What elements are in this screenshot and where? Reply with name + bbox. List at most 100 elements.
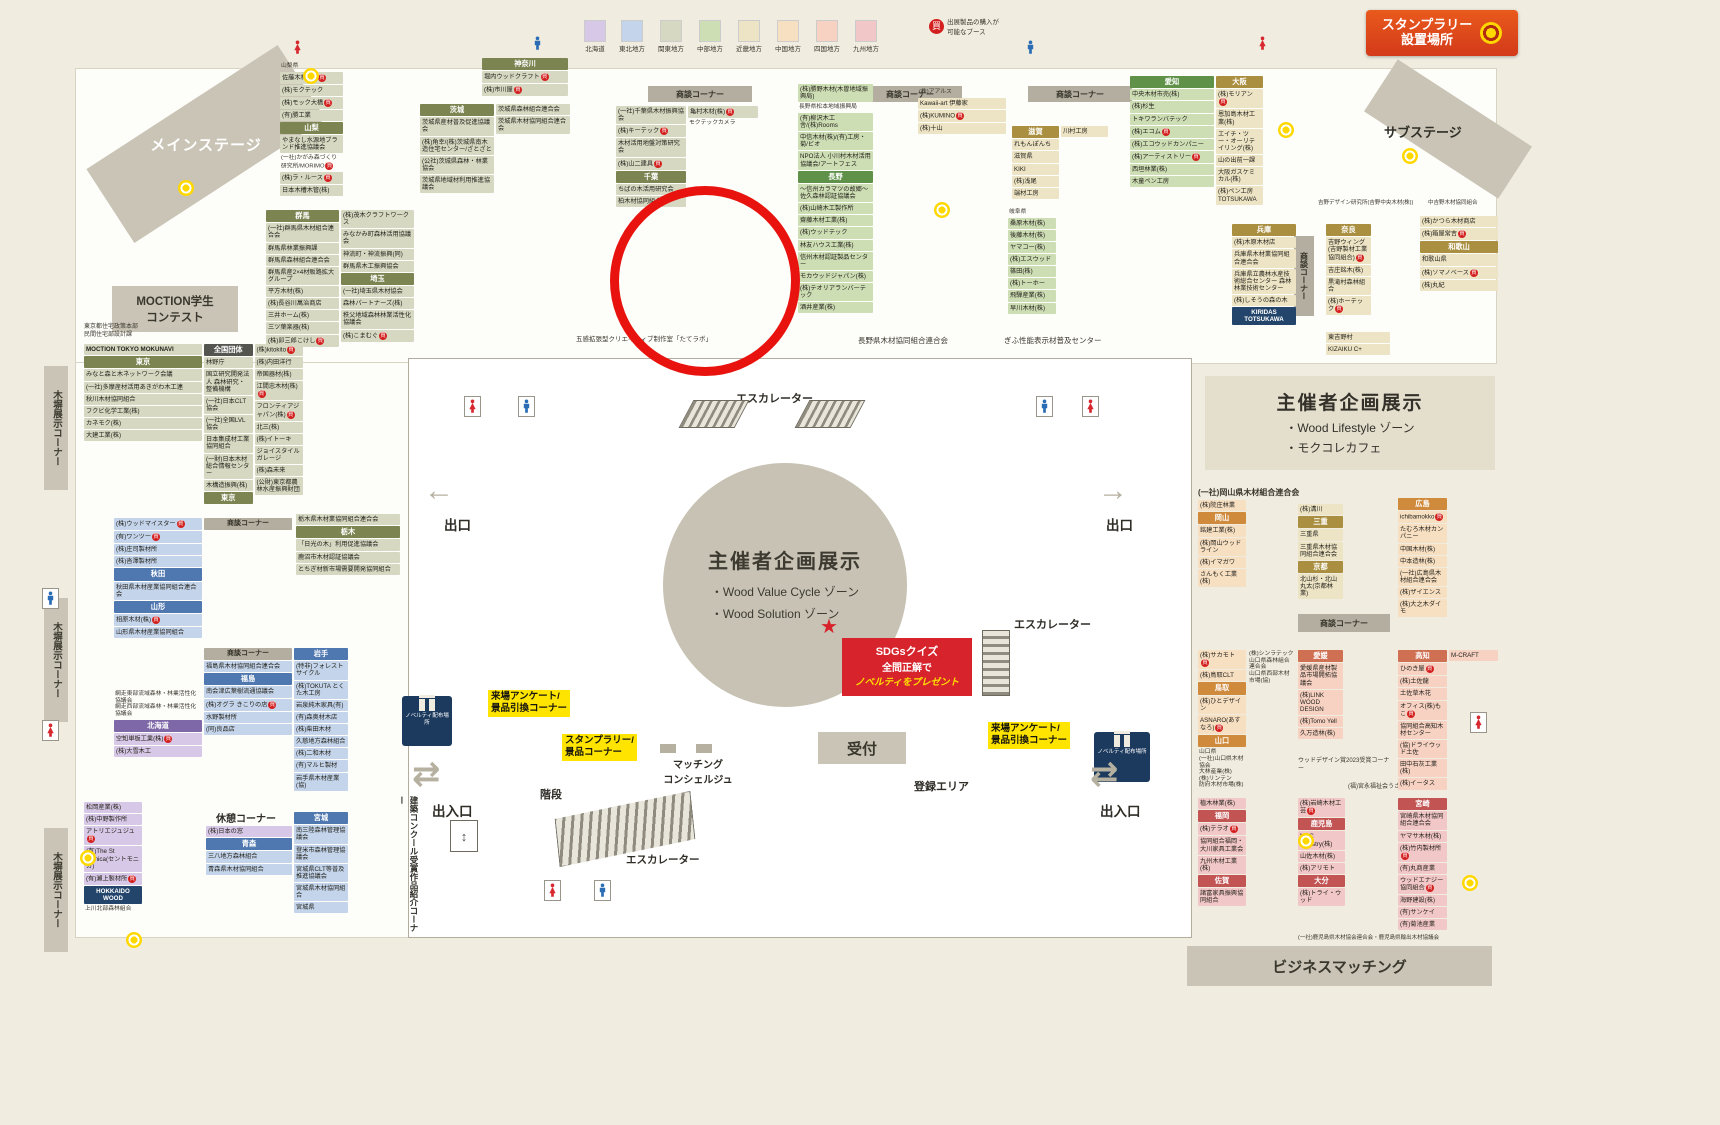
booth-cell: 東吉野村 — [1326, 332, 1390, 344]
business-matching-bar: ビジネスマッチング — [1187, 946, 1492, 986]
booth-cell: 大阪ガスケミカル(株) — [1216, 167, 1263, 186]
purchase-cart-icon — [1161, 127, 1170, 136]
booth-cell: 木材活用地盤対策研究会 — [616, 138, 686, 157]
purchase-cart-icon — [1215, 723, 1224, 732]
booth-cell: 諸富家具振興協同組合 — [1198, 888, 1246, 907]
purchase-cart-icon — [1425, 884, 1434, 893]
booth-cell: M-CRAFT — [1449, 650, 1498, 662]
stamp-rally-spot-icon — [126, 932, 142, 948]
booth-group-chiba: (一社)千葉県木材振興協会(株)キーテック木材活用地盤対策研究会(株)山二建具千… — [616, 106, 758, 208]
booth-cell: (株)勝野木材(木曽地域振興局) — [798, 84, 873, 103]
booth-cell: (株)エスウッド — [1008, 254, 1056, 266]
legend-region-中国地方: 中国地方 — [775, 20, 801, 53]
toilet-icon-female — [1082, 396, 1099, 417]
prefecture-chip: 青森 — [206, 838, 292, 851]
booth-cell: 桑原木材(株) — [1008, 217, 1056, 229]
booth-cell: (株)長谷川萬治商店 — [266, 298, 339, 310]
matching-desk-icon — [696, 744, 712, 753]
booth-cell: (株)ペン工房TOTSUKAWA — [1216, 186, 1263, 205]
booth-cell: (株)アーティストリー — [1130, 150, 1214, 163]
booth-cell: (株)KUMINO — [918, 109, 1006, 122]
booth-cell: (株)ソマノベース — [1420, 266, 1498, 279]
nakayoshino-label: 中吉野木材協同組合 — [1428, 200, 1478, 206]
booth-group-osaka: 大阪(株)モリアン恩加島木材工業(株)エイチ・ツー・オーリテイリング(株)山の出… — [1216, 76, 1312, 224]
gift-icon — [419, 695, 435, 711]
stamp-rally-spot-icon — [1298, 833, 1314, 849]
booth-cell: 群馬県森林組合連合会 — [266, 254, 339, 266]
toilet-icon-male — [594, 880, 611, 901]
booth-cell: (一社)全国LVL協会 — [204, 415, 253, 434]
toilet-icon-male — [1036, 396, 1053, 417]
booth-cell: 日本木槽木管(株) — [280, 185, 343, 197]
booth-cell: 海野建設(株) — [1398, 895, 1447, 907]
booth-cell: 林友ハウス工業(株) — [798, 239, 873, 251]
booth-cell: モクテックカメラ — [689, 120, 736, 126]
purchase-cart-icon — [1407, 709, 1416, 718]
booth-cell: (一社)広島県木材組合連合会 — [1398, 567, 1447, 587]
booth-cell: KIZAIKU C+ — [1326, 344, 1390, 356]
booth-cell: 中本造林(株) — [1398, 555, 1447, 567]
toilet-icon-female — [1258, 36, 1267, 51]
prefecture-chip: 東京 — [84, 356, 202, 369]
legend-swatch — [855, 20, 877, 42]
booth-cell: (株)大雪木工 — [114, 745, 202, 758]
booth-cell: ジョイスタイルガレージ — [254, 445, 303, 464]
booth-cell: 宮城県木材協同組合 — [294, 883, 348, 902]
entrance-exit-arrow-icon — [1090, 754, 1119, 794]
booth-cell: 齋藤木材工業(株) — [798, 215, 873, 227]
booth-cell: 田中石灰工業(株) — [1398, 759, 1447, 778]
prefecture-chip: 和歌山 — [1420, 241, 1498, 254]
purchase-cart-icon — [268, 700, 277, 709]
legend-label: 関東地方 — [658, 46, 684, 53]
meeting-corner: 商談コーナー — [1298, 614, 1390, 632]
booth-cell: (株)LINK WOOD DESIGN — [1298, 689, 1343, 716]
purchase-cart-icon — [287, 346, 296, 354]
booth-cell: (株)二和木材 — [294, 748, 348, 760]
booth-cell: 宮城県 — [294, 902, 348, 914]
booth-cell: 林野庁 — [204, 357, 253, 369]
purchase-cart-icon — [318, 73, 327, 82]
purchase-cart-icon — [316, 336, 325, 345]
stamp-rally-ring-icon — [1480, 22, 1503, 44]
elevator-icon — [450, 820, 478, 852]
booth-group-hiroshima: 広島ichibamokkoたむろ木材カンパニー中国木材(株)中本造林(株)(一社… — [1398, 498, 1498, 644]
meeting-corner: 商談コーナー — [1294, 236, 1314, 316]
booth-cell: (株)ホーテック — [1326, 295, 1371, 316]
booth-cell: 水野製材所 — [204, 711, 292, 723]
gift-icon — [1114, 731, 1130, 747]
booth-cell: 中国木材(株) — [1398, 543, 1447, 555]
legend-label: 北海道 — [585, 46, 605, 53]
booth-cell: (株)オグラ きこりの店 — [204, 698, 292, 711]
booth-cell: (株)しそうの森の木 — [1232, 295, 1296, 307]
booth-cell: ちばの木活用研究会 — [616, 183, 686, 195]
legend-label: 九州地方 — [853, 46, 879, 53]
booth-cell: 岩手県木材産業(協) — [294, 772, 348, 791]
booth-cell: 江間忠木材(株) — [254, 381, 303, 401]
booth-cell: ヤマサ木材(株) — [1398, 830, 1447, 842]
booth-cell: 宮崎県木材協同組合連合会 — [1398, 811, 1447, 830]
booth-cell: 秋田県木材産業協同組合連合会 — [114, 581, 202, 600]
stamp-rally-spot-icon — [1402, 148, 1418, 164]
purchase-cart-icon — [1229, 825, 1238, 834]
toilet-icon-female — [544, 880, 561, 901]
booth-cell: 網走東部流域森林・林業活性化協議会 網走西部流域森林・林業活性化協議会 — [115, 691, 197, 717]
booth-cell: 南三陸森林管理協議会 — [294, 825, 348, 844]
booth-cell: 銘建工業(株) — [1198, 525, 1246, 537]
booth-cell: 三重県 — [1298, 529, 1343, 541]
purchase-cart-icon — [128, 874, 137, 883]
purchase-cart-icon — [540, 73, 549, 82]
booth-cell: (一社)日本CLT協会 — [204, 395, 253, 415]
exit-label: 出口 — [444, 518, 471, 533]
prefecture-chip: 三重 — [1298, 516, 1343, 529]
booth-cell: 端材工房 — [1012, 187, 1059, 199]
booth-cell: 長野県松本地域振興局 — [799, 104, 857, 111]
booth-cell: (株)市川屋 — [482, 84, 568, 97]
purchase-cart-icon — [1192, 152, 1201, 161]
booth-cell: 茨城県産材普及促進協議会 — [420, 117, 494, 136]
stamp-rally-badge: スタンプラリー設置場所 — [1366, 10, 1518, 56]
booth-cell: 山佐木材(株) — [1298, 850, 1345, 862]
booth-group-gunma: 群馬(一社)群馬県木材組合連合会群馬県林業振興課群馬県森林組合連合会群馬県産2×… — [266, 210, 414, 348]
toilet-icon-female — [1470, 712, 1487, 733]
